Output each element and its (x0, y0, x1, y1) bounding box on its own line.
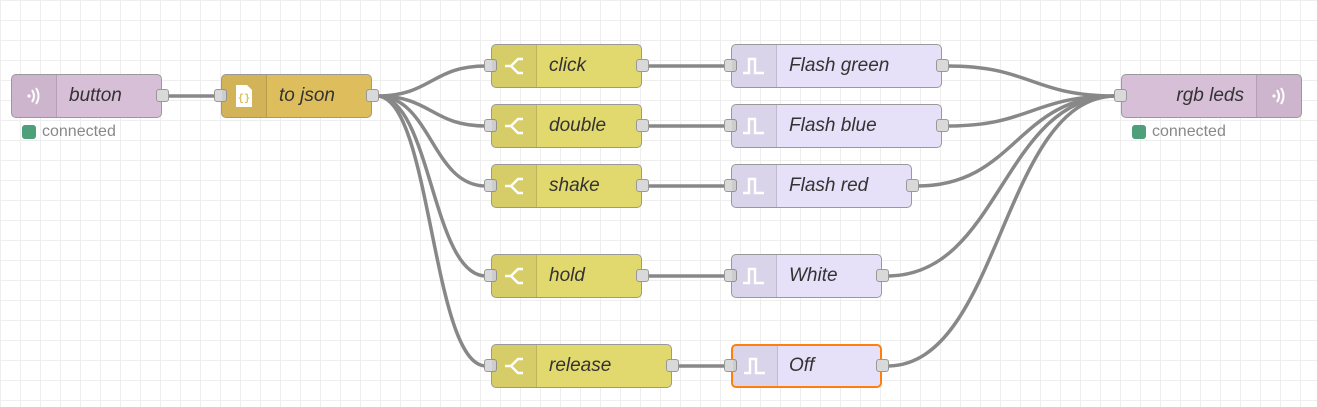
output-port[interactable] (636, 179, 649, 192)
node-label: Flash green (789, 55, 890, 76)
input-port[interactable] (214, 89, 227, 102)
output-port[interactable] (636, 119, 649, 132)
node-label: White (789, 265, 838, 286)
trigger-icon (732, 255, 777, 297)
input-port[interactable] (484, 269, 497, 282)
node-label: button (69, 85, 122, 106)
node-label: rgb leds (1176, 85, 1244, 106)
mqtt-in-icon (12, 75, 57, 117)
node-rgb-leds[interactable]: rgb leds (1114, 74, 1302, 118)
input-port[interactable] (724, 359, 737, 372)
input-port[interactable] (484, 179, 497, 192)
wire-to_json-switch_click[interactable] (376, 64, 487, 98)
input-port[interactable] (724, 119, 737, 132)
output-port[interactable] (666, 359, 679, 372)
wire-trig_red-rgb_leds[interactable] (916, 94, 1117, 188)
node-label: Flash red (789, 175, 869, 196)
switch-icon (492, 165, 537, 207)
node-switch-release[interactable]: release (484, 344, 679, 388)
output-port[interactable] (876, 269, 889, 282)
node-button[interactable]: button (11, 74, 169, 118)
node-switch-click[interactable]: click (484, 44, 649, 88)
output-port[interactable] (366, 89, 379, 102)
node-trigger-off[interactable]: Off (724, 344, 889, 388)
json-icon: {} (222, 75, 267, 117)
wire-to_json-switch_double[interactable] (376, 94, 487, 128)
svg-text:{}: {} (238, 93, 250, 105)
node-label: release (549, 355, 612, 376)
wire-trig_white-rgb_leds[interactable] (886, 94, 1117, 278)
node-label: shake (549, 175, 600, 196)
node-switch-hold[interactable]: hold (484, 254, 649, 298)
wire-to_json-switch_hold[interactable] (376, 94, 487, 278)
input-port[interactable] (724, 59, 737, 72)
wire-to_json-switch_release[interactable] (376, 94, 487, 368)
output-port[interactable] (936, 59, 949, 72)
status-dot (1132, 125, 1146, 139)
wire-to_json-switch_shake[interactable] (376, 94, 487, 188)
output-port[interactable] (906, 179, 919, 192)
trigger-icon (733, 346, 778, 386)
input-port[interactable] (724, 179, 737, 192)
output-port[interactable] (636, 269, 649, 282)
node-to-json[interactable]: {} to json (214, 74, 379, 118)
input-port[interactable] (1114, 89, 1127, 102)
wire-trig_green-rgb_leds[interactable] (946, 64, 1117, 98)
node-label: double (549, 115, 607, 136)
node-label: to json (279, 85, 335, 106)
node-label: hold (549, 265, 585, 286)
output-port[interactable] (876, 359, 889, 372)
node-trigger-flash-red[interactable]: Flash red (724, 164, 919, 208)
status-dot (22, 125, 36, 139)
switch-icon (492, 345, 537, 387)
mqtt-out-icon (1256, 75, 1301, 117)
node-trigger-white[interactable]: White (724, 254, 889, 298)
node-switch-double[interactable]: double (484, 104, 649, 148)
switch-icon (492, 255, 537, 297)
input-port[interactable] (484, 359, 497, 372)
status-text: connected (42, 123, 116, 140)
trigger-icon (732, 165, 777, 207)
status-rgb-leds: connected (1132, 123, 1226, 141)
node-label: Flash blue (789, 115, 877, 136)
output-port[interactable] (156, 89, 169, 102)
node-switch-shake[interactable]: shake (484, 164, 649, 208)
node-label: click (549, 55, 586, 76)
node-label: Off (789, 355, 815, 376)
input-port[interactable] (484, 119, 497, 132)
output-port[interactable] (936, 119, 949, 132)
trigger-icon (732, 45, 777, 87)
input-port[interactable] (724, 269, 737, 282)
input-port[interactable] (484, 59, 497, 72)
node-trigger-flash-blue[interactable]: Flash blue (724, 104, 949, 148)
trigger-icon (732, 105, 777, 147)
node-trigger-flash-green[interactable]: Flash green (724, 44, 949, 88)
status-button: connected (22, 123, 116, 141)
switch-icon (492, 45, 537, 87)
output-port[interactable] (636, 59, 649, 72)
status-text: connected (1152, 123, 1226, 140)
switch-icon (492, 105, 537, 147)
wire-trig_off-rgb_leds[interactable] (886, 94, 1117, 368)
